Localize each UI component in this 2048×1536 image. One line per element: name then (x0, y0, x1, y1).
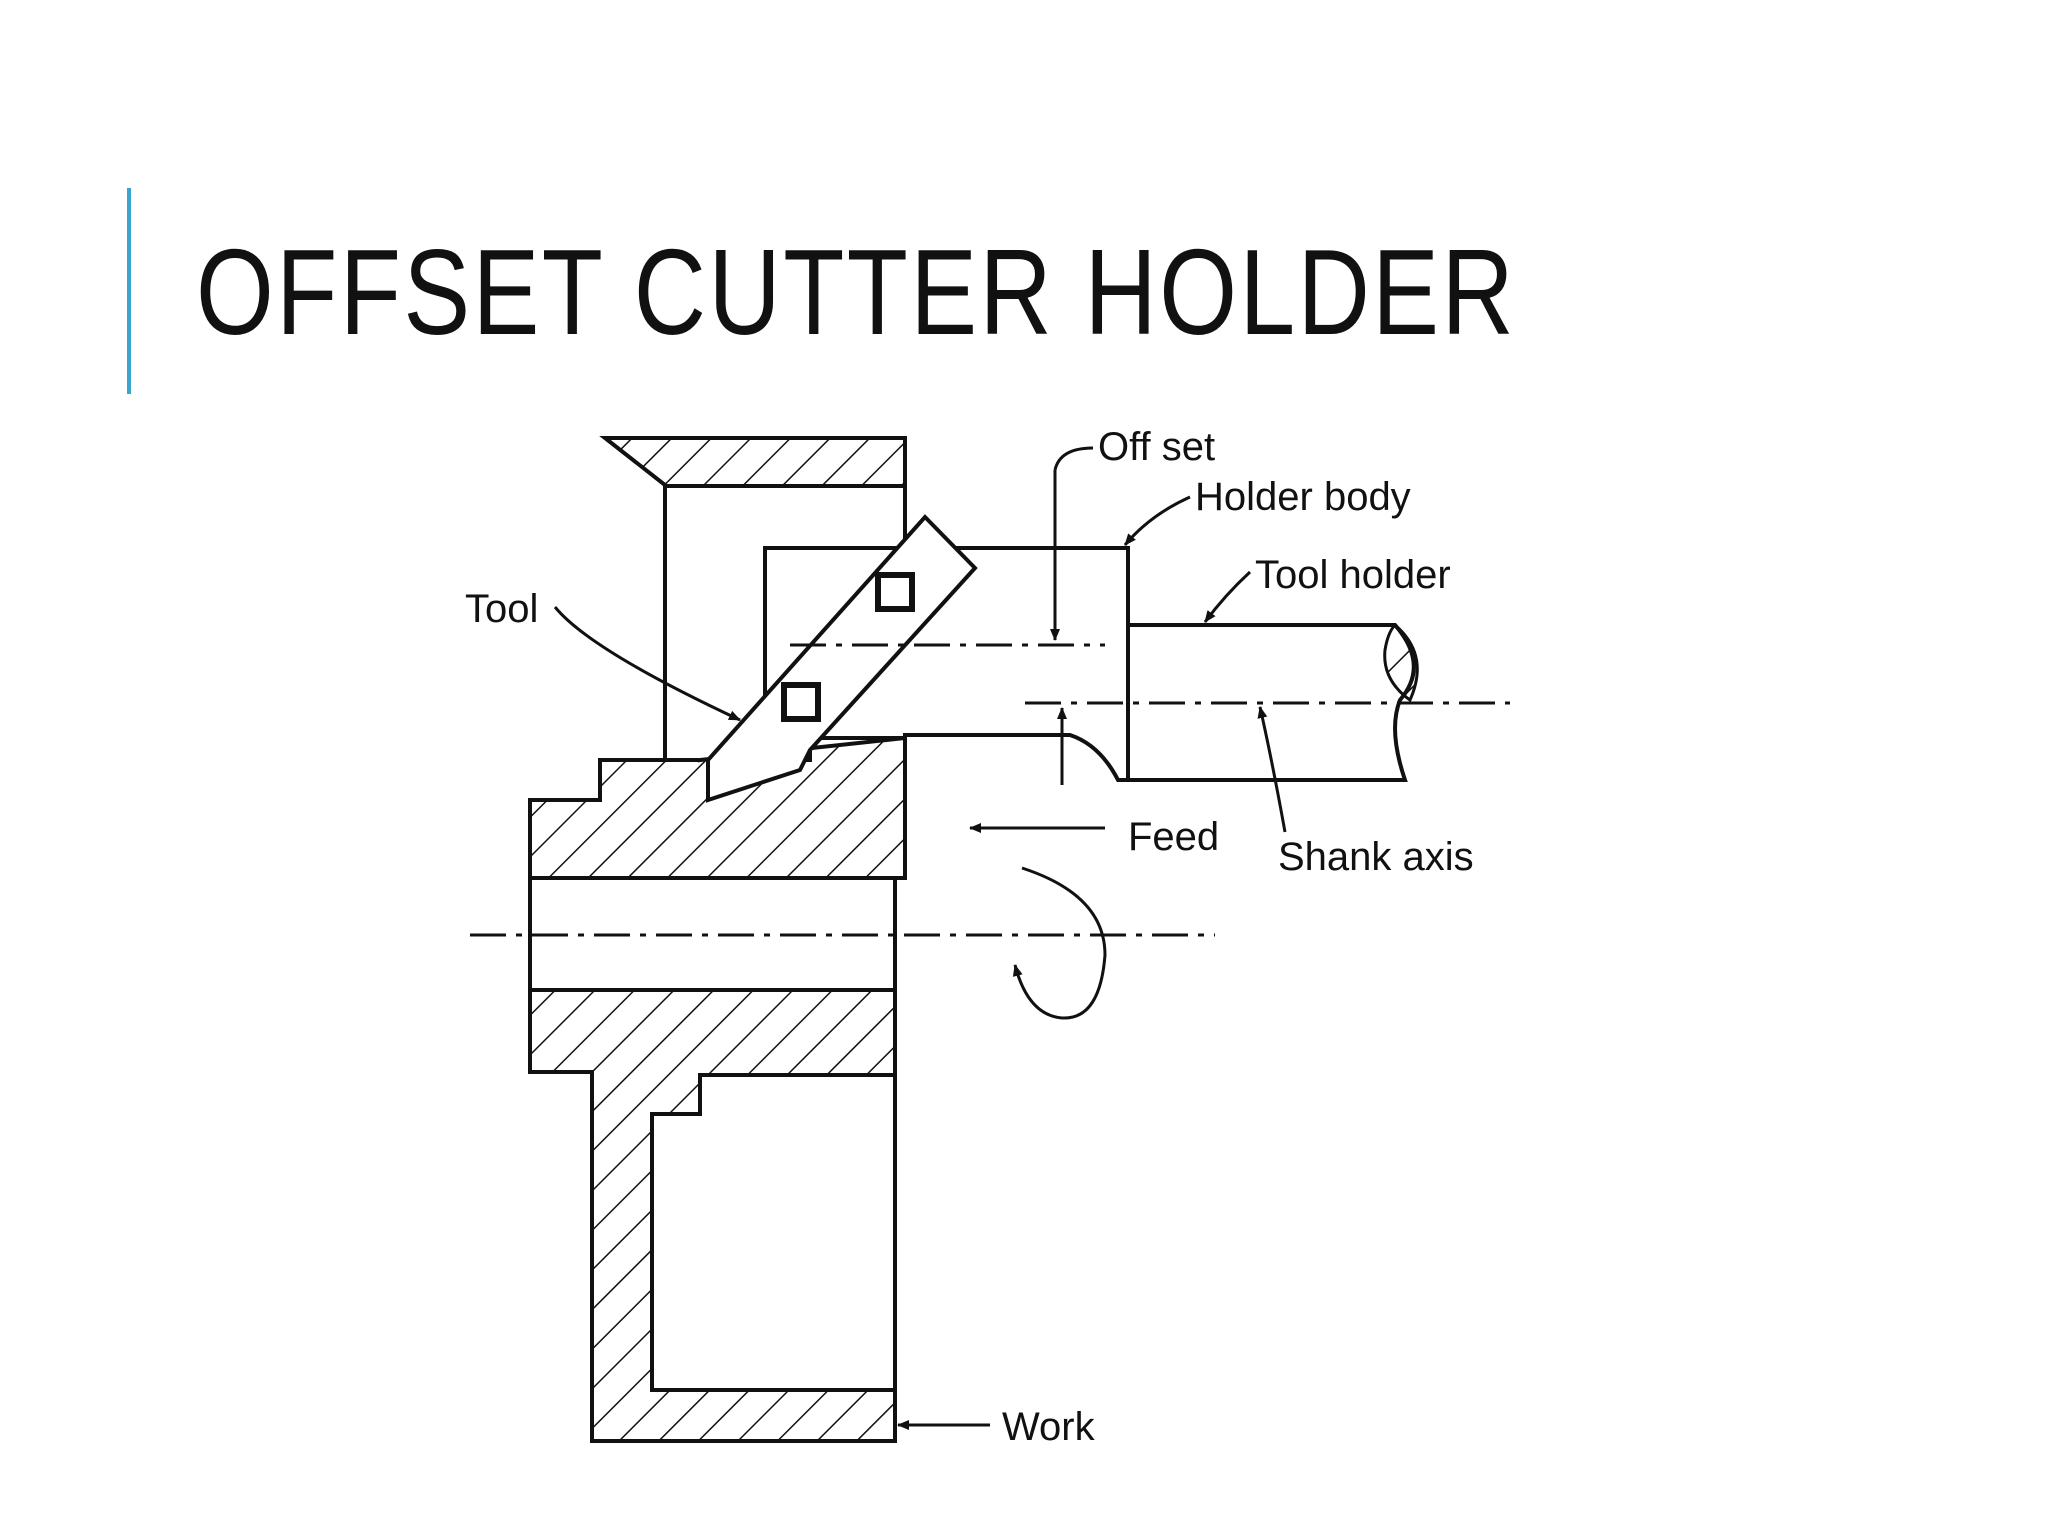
work-lower-pocket (650, 1073, 897, 1392)
title-accent-bar (127, 188, 131, 394)
tool-holder-leader (1203, 570, 1252, 623)
label-tool: Tool (465, 587, 538, 631)
tool-screw-lower (781, 682, 821, 722)
offset-leader (1053, 446, 1094, 471)
tool-screw-upper (875, 572, 915, 612)
shank-section-hatch (1383, 622, 1419, 703)
work-piece (528, 436, 907, 1443)
label-holder-body: Holder body (1195, 475, 1411, 519)
work-bore (528, 876, 897, 992)
tool-leader (553, 606, 741, 722)
label-tool-holder: Tool holder (1255, 553, 1451, 597)
label-shank-axis: Shank axis (1278, 835, 1474, 879)
shank-axis-leader (1257, 706, 1287, 833)
slide-title: OFFSET CUTTER HOLDER (196, 224, 1517, 360)
label-feed: Feed (1128, 815, 1219, 859)
label-work: Work (1002, 1405, 1096, 1449)
label-off-set: Off set (1098, 425, 1215, 469)
rotation-arrow (1012, 866, 1107, 1020)
holder-body-leader (1123, 495, 1191, 546)
